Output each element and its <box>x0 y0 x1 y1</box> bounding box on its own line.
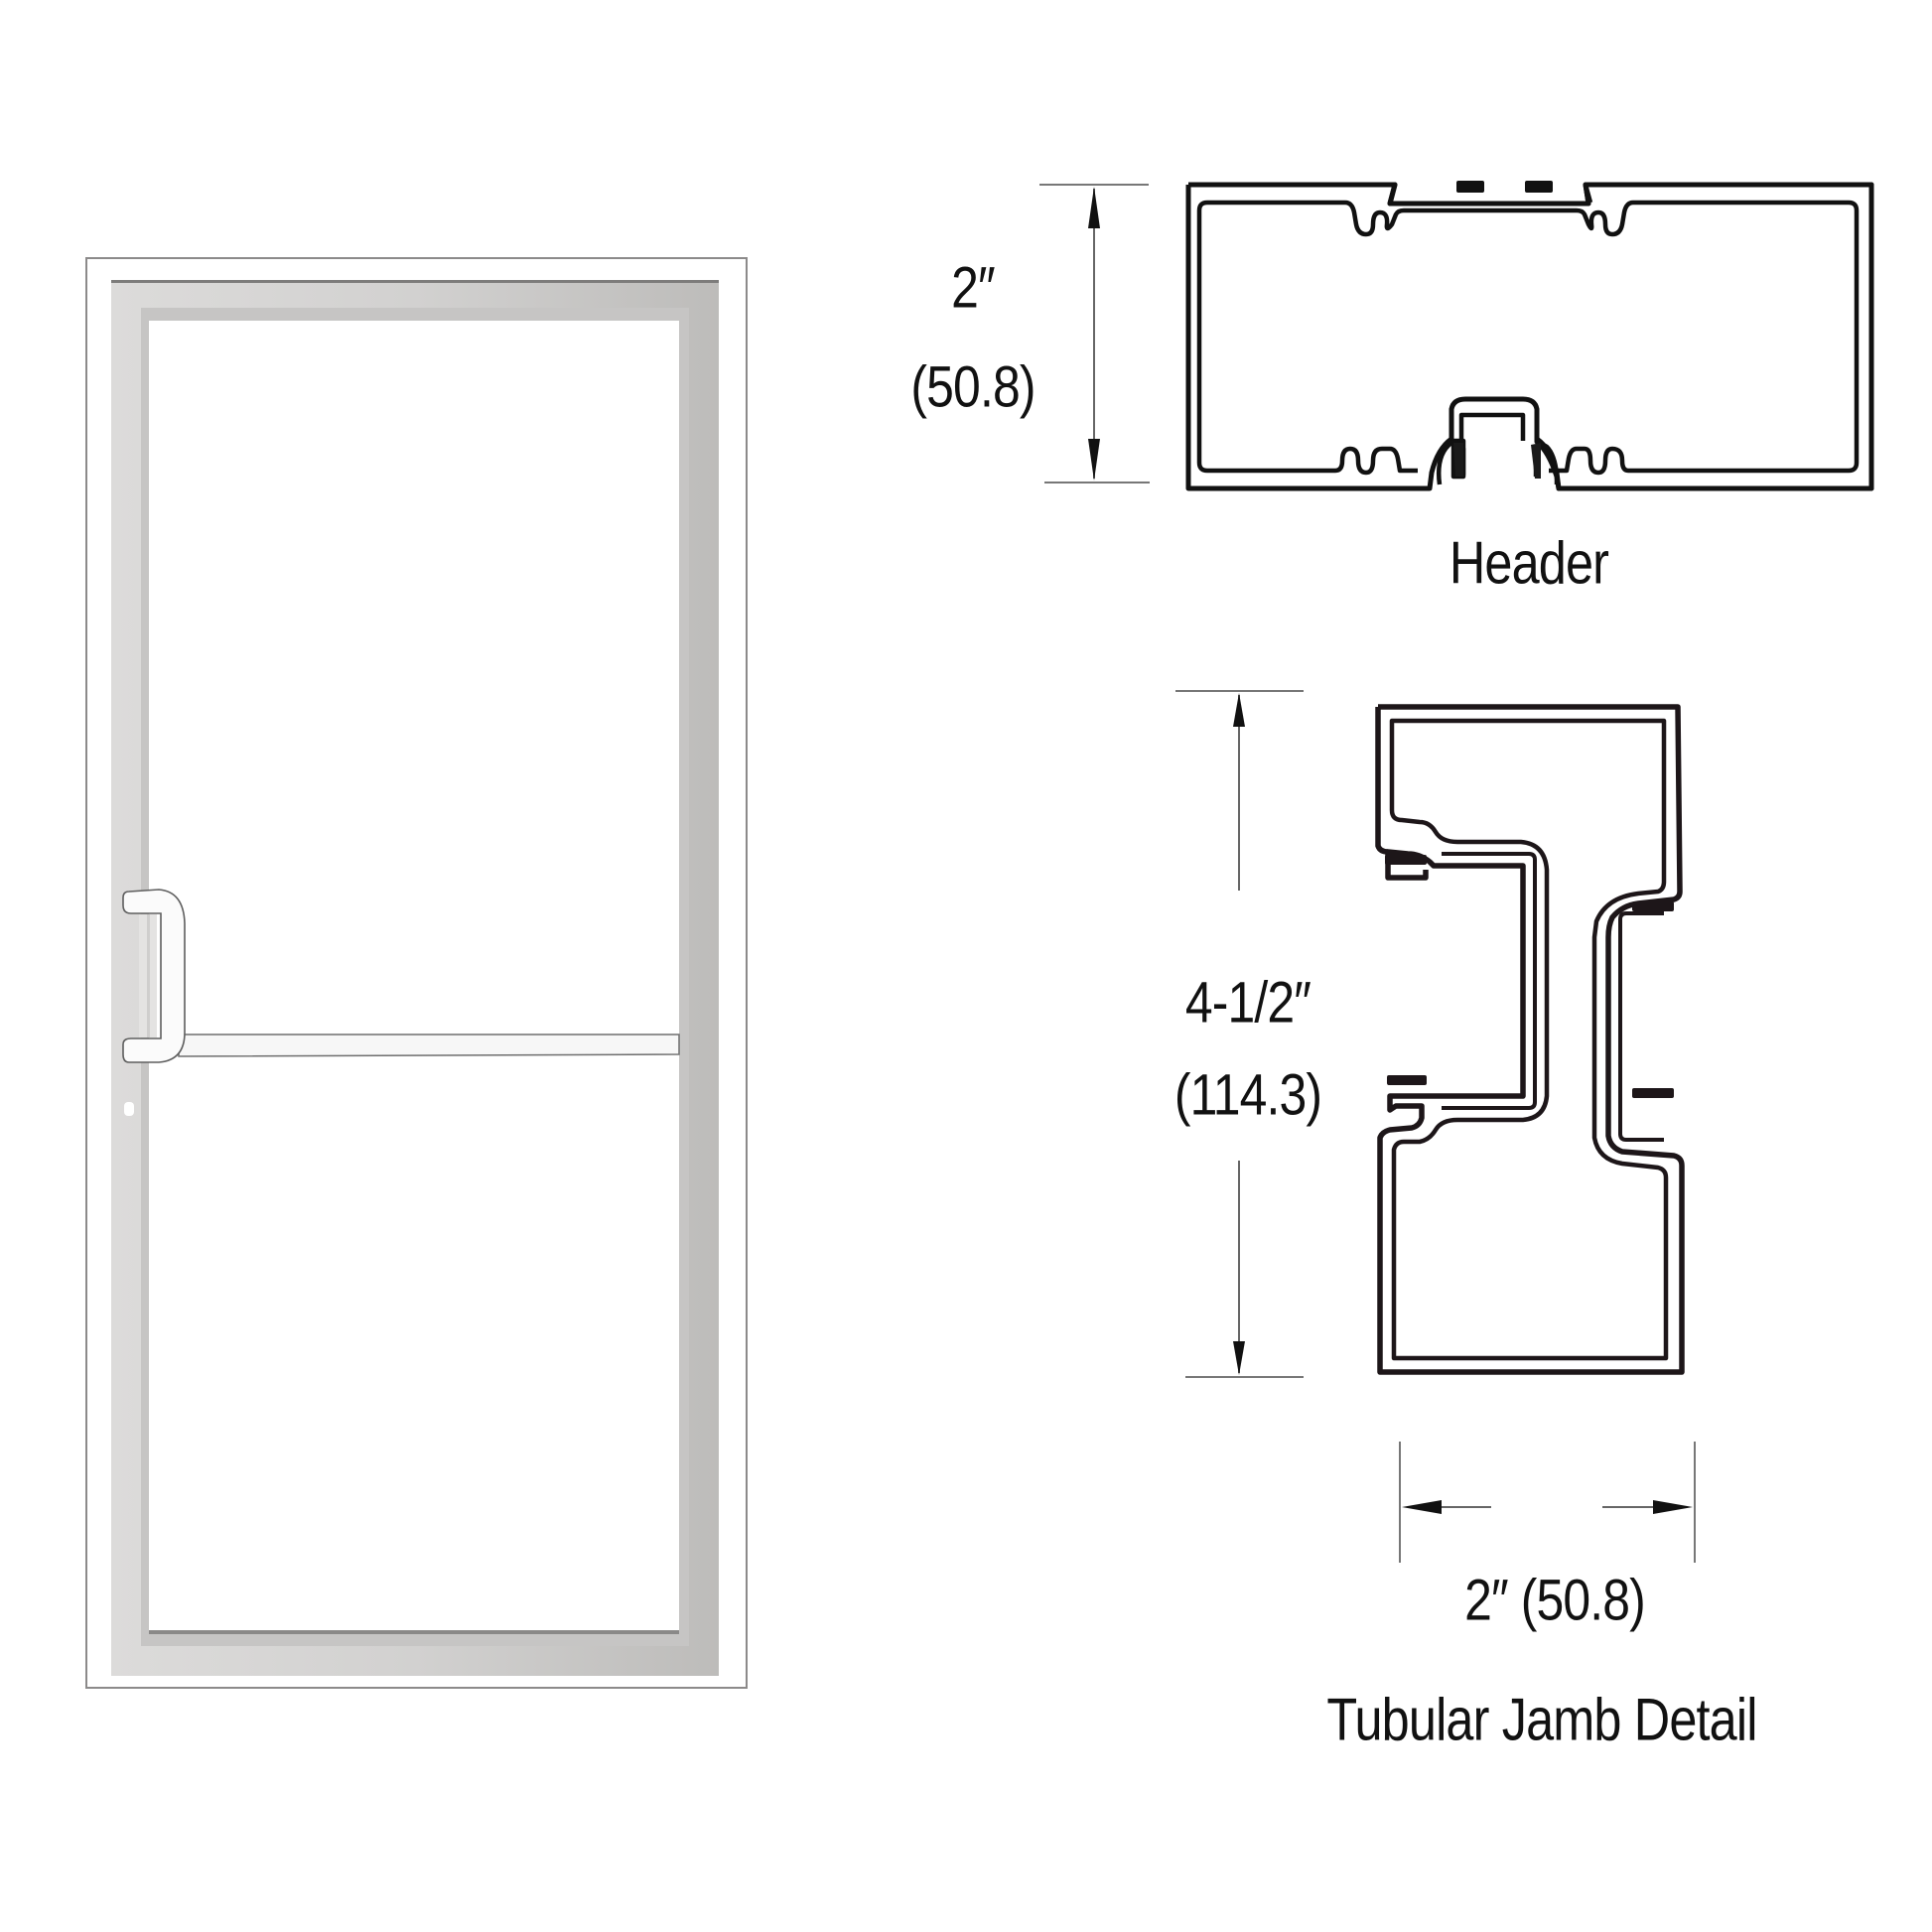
jamb-width-dimension: 2″ (50.8) <box>1464 1568 1646 1633</box>
header-gasket-block <box>1456 181 1484 193</box>
jamb-height-metric: (114.3) <box>1173 1062 1322 1128</box>
door-glass-panel <box>149 321 679 1634</box>
lock-cylinder-icon <box>124 1102 134 1116</box>
jamb-caption: Tubular Jamb Detail <box>1326 1686 1757 1753</box>
jamb-clip-lug <box>1632 901 1674 911</box>
jamb-profile-outer <box>1377 704 1685 1375</box>
header-height-metric: (50.8) <box>910 354 1035 420</box>
header-profile-outer <box>1186 182 1874 491</box>
dim-arrow-up-icon <box>1233 693 1245 727</box>
jamb-right-channel <box>1618 911 1664 1142</box>
dim-arrow-left-icon <box>1402 1500 1442 1514</box>
door-outer-frame <box>85 257 748 1689</box>
push-bar <box>178 1034 680 1057</box>
jamb-core-tube <box>1442 852 1537 1110</box>
door-pull-handle <box>122 889 186 1063</box>
header-profile-inner <box>1207 200 1860 476</box>
header-height-imperial: 2″ <box>951 255 996 321</box>
header-detail <box>1039 181 1874 491</box>
jamb-clip-lug <box>1385 855 1427 865</box>
jamb-profile-inner <box>1389 718 1669 1361</box>
header-gasket-block <box>1525 181 1553 193</box>
door-elevation <box>85 257 748 1689</box>
jamb-clip-lug <box>1387 1075 1427 1085</box>
jamb-height-imperial: 4-1/2″ <box>1184 970 1311 1035</box>
dim-arrow-up-icon <box>1088 187 1100 228</box>
jamb-detail <box>1175 690 1696 1563</box>
header-caption: Header <box>1449 529 1609 597</box>
jamb-clip-lug <box>1632 1088 1674 1098</box>
dim-arrow-right-icon <box>1653 1500 1693 1514</box>
dim-arrow-down-icon <box>1233 1341 1245 1375</box>
dim-arrow-down-icon <box>1088 439 1100 481</box>
